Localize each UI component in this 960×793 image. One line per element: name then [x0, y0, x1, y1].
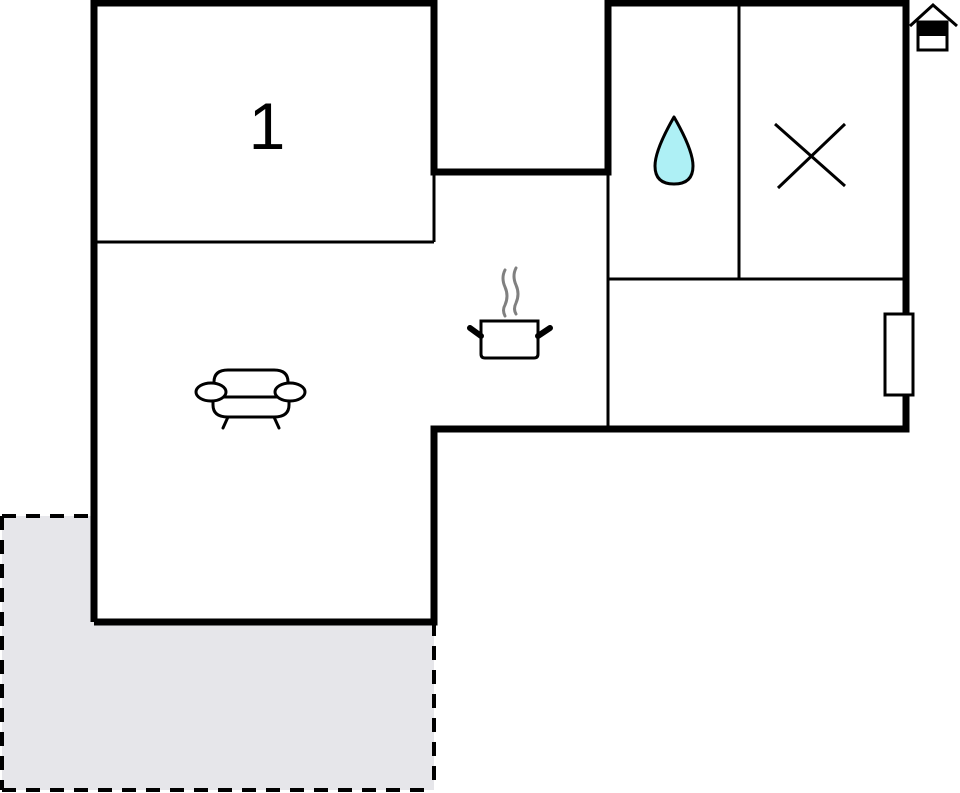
house-entrance-icon	[908, 2, 958, 52]
room-label-bedroom-1: 1	[249, 89, 286, 163]
terrace	[0, 514, 436, 792]
house-interior	[94, 3, 906, 622]
cross-icon	[774, 122, 847, 190]
exterior-walls	[90, 0, 910, 626]
water-drop-icon	[653, 115, 695, 186]
sofa-icon	[194, 368, 307, 430]
interior-walls	[94, 3, 906, 429]
window-icon	[883, 312, 915, 397]
cooking-pot-icon	[467, 266, 553, 360]
